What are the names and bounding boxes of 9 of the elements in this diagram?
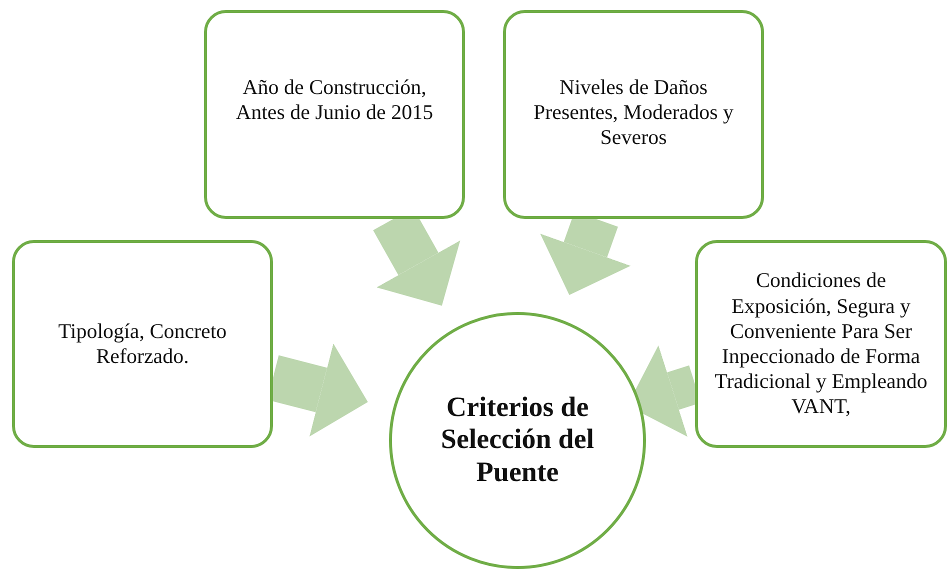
criterion-box [503,10,764,219]
criterion-box [12,240,273,448]
criterion-text: Condiciones de Exposición, Segura y Conveniente Para Ser Inpeccionado de Forma Tradicional y Empleando VANT, [714,268,928,420]
criterion-text: Niveles de Daños Presentes, Moderados y Severos [532,75,735,151]
criterion-text: Tipología, Concreto Reforzado. [57,318,228,370]
criterion-box [695,240,947,448]
title-text: Criterios de Selección del Puente [440,392,596,489]
criterion-box [204,10,465,219]
criterion-text: Año de Construcción, Antes de Junio de 2015 [234,75,434,126]
